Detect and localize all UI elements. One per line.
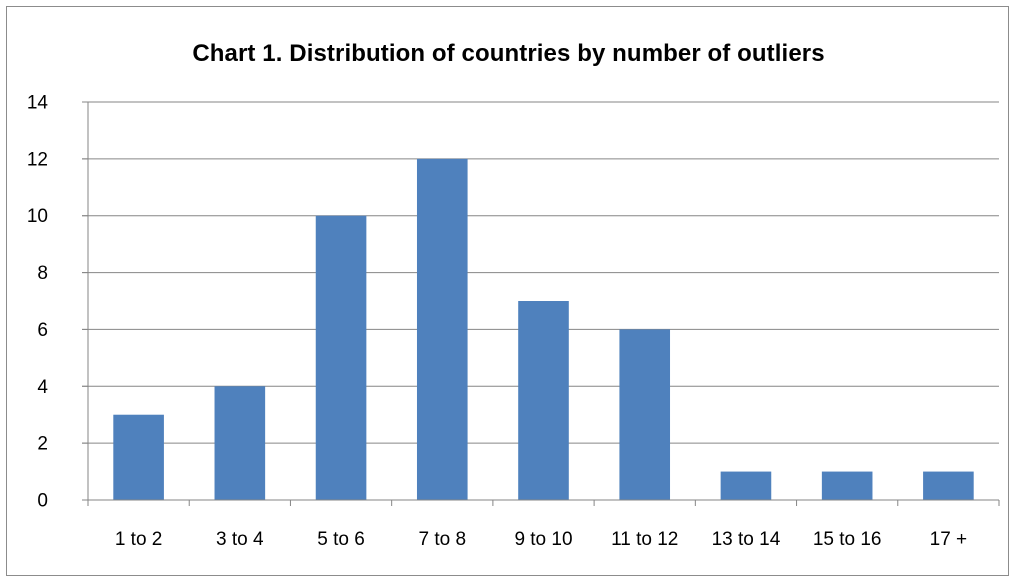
x-tick-label: 1 to 2	[115, 529, 163, 550]
y-tick-label: 4	[37, 377, 48, 398]
y-tick-label: 14	[27, 93, 49, 114]
chart-title: Chart 1. Distribution of countries by nu…	[192, 40, 825, 67]
y-tick-label: 2	[37, 434, 48, 455]
y-tick-label: 12	[27, 149, 48, 170]
x-tick-label: 7 to 8	[419, 529, 467, 550]
bar	[821, 471, 873, 500]
bar	[315, 215, 367, 500]
x-tick-label: 15 to 16	[813, 529, 882, 550]
y-tick-label: 6	[37, 320, 48, 341]
x-tick-label: 9 to 10	[514, 529, 572, 550]
bar	[923, 471, 974, 500]
y-tick-label: 10	[27, 206, 48, 227]
bar	[113, 414, 164, 500]
bar	[416, 158, 468, 500]
x-tick-label: 3 to 4	[216, 529, 264, 550]
axes	[82, 101, 1000, 506]
y-tick-label: 0	[37, 491, 48, 512]
x-tick-label: 11 to 12	[611, 529, 678, 550]
bars	[113, 158, 974, 500]
x-tick-label: 17 +	[930, 529, 968, 550]
bar	[214, 386, 266, 500]
bar	[619, 329, 671, 500]
x-tick-label: 5 to 6	[317, 529, 365, 550]
bar	[720, 471, 772, 500]
bar	[518, 301, 569, 500]
tick-labels: 0 2 4 6 8 10 12 14 1 to 2 3 to 4 5 to 6 7 to 8 9 to …	[27, 93, 967, 551]
x-tick-label: 13 to 14	[712, 529, 781, 550]
y-tick-label: 8	[37, 263, 48, 284]
